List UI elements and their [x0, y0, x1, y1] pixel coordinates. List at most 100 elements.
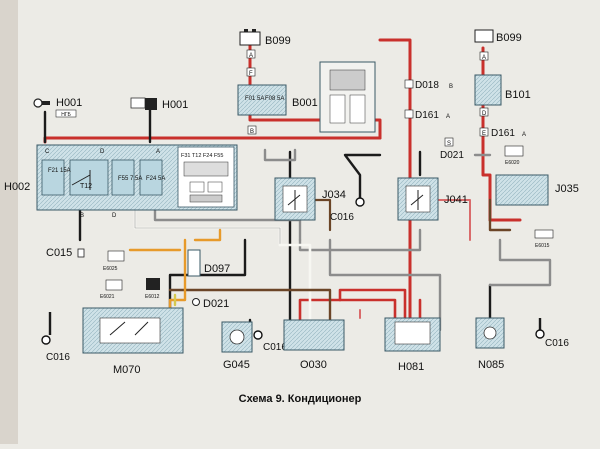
j035-module: J035 E6015: [495, 174, 579, 249]
wire-pink-1: [429, 199, 471, 241]
c016-c-label: C016: [263, 342, 287, 353]
wire-grey-4: [328, 238, 442, 332]
h002-label: H002: [4, 181, 30, 193]
switch-icon: [145, 98, 157, 110]
d018-connector: D018 B: [404, 79, 453, 91]
d021-right-pin: S: [447, 141, 451, 147]
c015-label: C015: [46, 247, 72, 259]
page-binding-shadow: [0, 0, 18, 444]
d018-label: D018: [415, 80, 439, 91]
c016-a-label: C016: [330, 212, 354, 223]
wire-red-h081c: [338, 288, 407, 320]
h001-left-label: H001: [56, 97, 82, 109]
wire-orange-1: [168, 238, 187, 320]
c016-ground-right: C016: [535, 318, 569, 349]
o030-unit: O030: [283, 319, 345, 371]
d161-mid-connector: D161 A: [404, 109, 450, 121]
c016-ground-j034: C016: [330, 197, 365, 223]
h001-left-plate: НГБ: [61, 112, 71, 118]
ground-icon: [355, 197, 365, 207]
n085-unit: N085: [475, 317, 505, 371]
d161-mid-label: D161: [415, 110, 439, 121]
e6012-sensor: E6012: [145, 278, 160, 300]
pin-d-label: D: [100, 149, 105, 155]
b099-pin-a: A: [249, 53, 253, 59]
c015-ground: C015 E6025: [46, 247, 125, 272]
b001-fuse-block: F01 5A F08 5A B001 B: [237, 84, 318, 135]
ground-icon: [41, 335, 51, 345]
fuse-f55-label: F55 7.5A: [118, 176, 142, 182]
n085-label: N085: [478, 359, 504, 371]
h002-fuse-box: H002 F21 15A F55 7.5A F24 5A T12 F31 T12…: [4, 144, 238, 219]
o030-label: O030: [300, 359, 327, 371]
wire-red-d018: [378, 38, 412, 332]
c016-d-label: C016: [545, 338, 569, 349]
m070-label: M070: [113, 364, 141, 376]
d161-right-label: D161: [491, 128, 515, 139]
c016-ground-m070: C016: [41, 312, 70, 363]
d021-right-connector: S D021: [440, 137, 464, 161]
m070-module: M070: [82, 307, 184, 376]
fuse-box-detail: [319, 61, 376, 133]
h081-label: H081: [398, 361, 424, 373]
g045-label: G045: [223, 359, 250, 371]
diagram-caption: Схема 9. Кондиционер: [239, 393, 362, 405]
c016-b-label: C016: [46, 352, 70, 363]
b101-fuse: B101 D: [474, 74, 531, 117]
wire-white-2: [278, 243, 312, 322]
d161-mid-pin: A: [446, 114, 450, 120]
b001-label: B001: [292, 97, 318, 109]
wire-grey-5: [488, 238, 552, 287]
wire-grey-2: [153, 208, 302, 242]
ground-icon: [535, 329, 545, 339]
b101-label: B101: [505, 89, 531, 101]
e6012-label: E6012: [145, 294, 160, 300]
d161-right-connector: E D161 A: [479, 127, 526, 139]
wire-black-m070: [168, 238, 247, 322]
e6020-sensor: E6020: [504, 145, 524, 166]
d021-bottom-connector: D021: [192, 298, 229, 310]
wire-red-bus: [43, 136, 382, 144]
fuse-panel-labels: F31 T12 F24 F55: [181, 153, 223, 159]
relay-t12-label: T12: [80, 183, 92, 190]
ground-icon: [253, 330, 263, 340]
j035-label: J035: [555, 183, 579, 195]
fuse-f21-label: F21 15A: [48, 168, 71, 174]
wire-orange-2: [193, 228, 222, 242]
b099-right-pin: A: [482, 55, 486, 61]
e6020-label: E6020: [505, 160, 520, 166]
h001-mid-label: H001: [162, 99, 188, 111]
b099-pin-f: F: [249, 71, 253, 77]
g045-sensor: G045 C016: [221, 321, 287, 371]
j041-label: J041: [444, 194, 468, 206]
wire-grey-1: [263, 148, 297, 162]
wire-white-1o: [134, 209, 281, 246]
b099-top-label: B099: [265, 35, 291, 47]
wire-brown-2: [488, 198, 512, 232]
h081-unit: H081: [384, 317, 441, 373]
fuse-f01-label: F01 5A: [245, 96, 264, 102]
b001-pin-b: B: [250, 129, 254, 135]
fuse-f08-label: F08 5A: [265, 96, 284, 102]
d161-right-pin-a: A: [522, 132, 526, 138]
pin-a-label: A: [156, 149, 160, 155]
d021-right-label: D021: [440, 150, 464, 161]
e6021-label: E6021: [100, 294, 115, 300]
j041-relay: J041: [397, 177, 468, 221]
wire-black-c016: [343, 153, 382, 202]
j034-relay: J034: [274, 177, 346, 221]
j034-label: J034: [322, 189, 346, 201]
b099-right-label: B099: [496, 32, 522, 44]
b099-right: B099 A: [474, 29, 522, 61]
e6015-label: E6015: [535, 243, 550, 249]
ground-icon: [77, 248, 85, 258]
e6021-sensor: E6021: [100, 279, 123, 300]
d161-right-pin-e: E: [482, 131, 486, 137]
h001-left-switch: H001 НГБ: [33, 97, 82, 118]
b099-top: B099 A F: [239, 29, 291, 77]
pin-b-label: B: [80, 213, 84, 219]
d097-label: D097: [204, 263, 230, 275]
b101-pin: D: [482, 111, 487, 117]
